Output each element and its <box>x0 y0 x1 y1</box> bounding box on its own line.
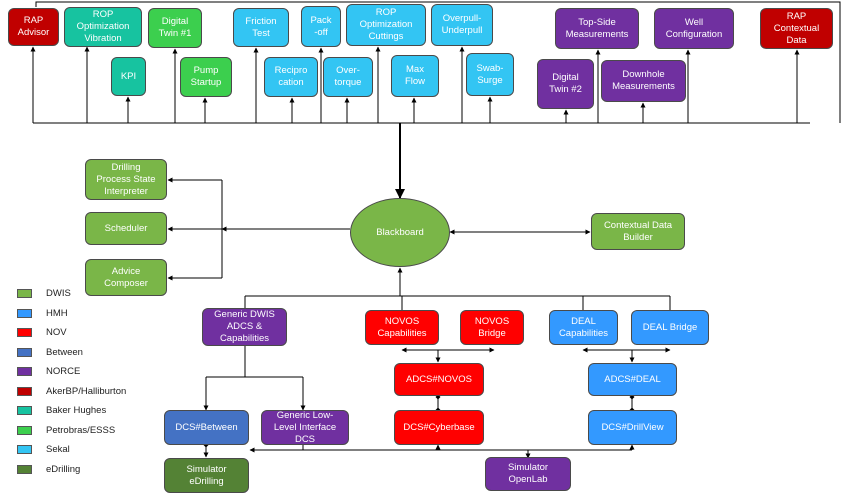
legend-swatch <box>17 406 32 415</box>
legend-item: Baker Hughes <box>17 405 106 416</box>
top-side-measurements-node: Top-Side Measurements <box>555 8 639 49</box>
rop-optimization-cuttings-node: ROP Optimization Cuttings <box>346 4 426 46</box>
legend-item: Between <box>17 347 83 358</box>
well-configuration-node: Well Configuration <box>654 8 734 49</box>
max-flow-node: Max Flow <box>391 55 439 97</box>
legend-item: NOV <box>17 327 67 338</box>
overpull-underpull-node: Overpull- Underpull <box>431 4 493 46</box>
legend-swatch <box>17 367 32 376</box>
deal-capabilities-node: DEAL Capabilities <box>549 310 618 345</box>
legend-label: NORCE <box>46 366 81 377</box>
legend-swatch <box>17 347 32 357</box>
deal-bridge-node: DEAL Bridge <box>631 310 709 345</box>
legend-item: Petrobras/ESSS <box>17 425 115 436</box>
legend-item: Sekal <box>17 444 70 455</box>
contextual-data-builder-node: Contextual Data Builder <box>591 213 685 250</box>
legend-label: DWIS <box>46 288 71 299</box>
friction-test-node: Friction Test <box>233 8 289 47</box>
dcs-between-node: DCS#Between <box>164 410 249 445</box>
simulator-openlab-node: Simulator OpenLab <box>485 457 571 491</box>
legend-label: Sekal <box>46 444 70 455</box>
legend-label: AkerBP/Halliburton <box>46 385 127 397</box>
downhole-measurements-node: Downhole Measurements <box>601 60 686 102</box>
legend-label: Between <box>46 346 83 358</box>
legend-swatch <box>17 464 32 474</box>
legend-item: AkerBP/Halliburton <box>17 386 126 397</box>
legend-label: Baker Hughes <box>46 405 107 416</box>
legend-item: HMH <box>17 308 68 319</box>
legend-label: NOV <box>46 327 67 338</box>
kpi-node: KPI <box>111 57 146 96</box>
advice-composer-node: Advice Composer <box>85 259 167 296</box>
novos-capabilities-node: NOVOS Capabilities <box>365 310 439 345</box>
legend-swatch <box>17 289 32 298</box>
swab-surge-node: Swab- Surge <box>466 53 514 96</box>
legend-swatch <box>17 425 32 435</box>
over-torque-node: Over- torque <box>323 57 373 97</box>
pack-off-node: Pack -off <box>301 6 341 47</box>
legend-swatch <box>17 328 32 337</box>
pump-startup-node: Pump Startup <box>180 57 232 97</box>
legend-swatch <box>17 386 32 396</box>
legend-item: DWIS <box>17 288 71 299</box>
dcs-cyberbase-node: DCS#Cyberbase <box>394 410 484 445</box>
legend-swatch <box>17 308 32 318</box>
rap-advisor-node: RAP Advisor <box>8 8 59 46</box>
legend-label: HMH <box>46 307 68 319</box>
digital-twin-1-node: Digital Twin #1 <box>148 8 202 48</box>
adcs-novos-node: ADCS#NOVOS <box>394 363 484 396</box>
novos-bridge-node: NOVOS Bridge <box>460 310 524 345</box>
legend-item: NORCE <box>17 366 80 377</box>
generic-dwis-adcs-capabilities-node: Generic DWIS ADCS & Capabilities <box>202 308 287 346</box>
generic-low-level-interface-dcs-node: Generic Low- Level Interface DCS <box>261 410 349 445</box>
simulator-edrilling-node: Simulator eDrilling <box>164 458 249 493</box>
legend-label: Petrobras/ESSS <box>46 424 116 436</box>
scheduler-node: Scheduler <box>85 212 167 245</box>
reciprocation-node: Recipro cation <box>264 57 318 97</box>
rap-contextual-data-node: RAP Contextual Data <box>760 8 833 49</box>
blackboard-node: Blackboard <box>350 198 450 267</box>
adcs-deal-node: ADCS#DEAL <box>588 363 677 396</box>
legend-item: eDrilling <box>17 464 80 475</box>
digital-twin-2-node: Digital Twin #2 <box>537 59 594 109</box>
drilling-process-state-interpreter-node: Drilling Process State Interpreter <box>85 159 167 200</box>
legend-label: eDrilling <box>46 463 81 475</box>
legend-swatch <box>17 445 32 454</box>
rop-optimization-vibration-node: ROP Optimization Vibration <box>64 7 142 47</box>
dcs-drillview-node: DCS#DrillView <box>588 410 677 445</box>
